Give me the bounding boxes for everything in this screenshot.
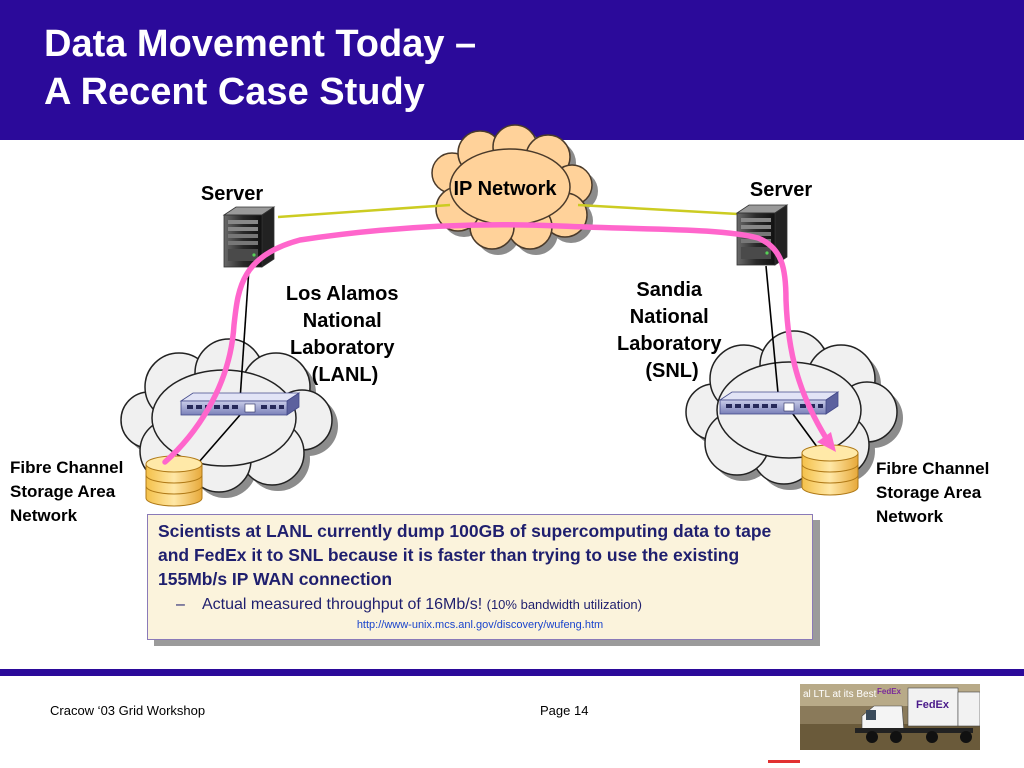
footer-page-number: Page 14 — [540, 703, 589, 718]
bullet-small-text: (10% bandwidth utilization) — [486, 597, 642, 612]
san-left-label: Fibre Channel Storage Area Network — [10, 458, 128, 525]
wan-link-left — [277, 203, 451, 219]
footer-workshop-text: Cracow ‘03 Grid Workshop — [50, 703, 206, 718]
lanl-label: Los Alamos National Laboratory (LANL) — [286, 283, 404, 386]
ip-network-label: IP Network — [454, 178, 558, 200]
link-left-server-switch — [239, 267, 250, 401]
storage-disk-left-icon — [145, 455, 203, 507]
data-path-arrowhead-icon — [817, 432, 836, 452]
footer-divider — [0, 669, 1024, 676]
snl-label: Sandia National Laboratory (SNL) — [617, 279, 727, 382]
bullet-dash: – — [176, 596, 185, 613]
server-left-icon — [223, 206, 275, 268]
switch-right-icon — [719, 391, 839, 415]
note-bullet: –Actual measured throughput of 16Mb/s! (… — [176, 595, 802, 615]
fedex-tagline: al LTL at its Best — [803, 689, 877, 700]
san-right-label: Fibre Channel Storage Area Network — [876, 459, 994, 526]
slide-title: Data Movement Today – A Recent Case Stud… — [44, 20, 476, 116]
fedex-small-logo: FedEx — [877, 687, 902, 696]
wan-link-right — [577, 203, 739, 216]
red-accent-mark — [768, 760, 800, 763]
fedex-truck-image: al LTL at its Best FedEx FedEx — [800, 684, 980, 750]
server-left-label: Server — [201, 183, 263, 205]
slide-title-line1: Data Movement Today – — [44, 23, 477, 65]
server-right-label: Server — [750, 179, 812, 201]
slide-title-line2: A Recent Case Study — [44, 71, 425, 113]
reference-url-link[interactable]: http://www-unix.mcs.anl.gov/discovery/wu… — [356, 619, 604, 631]
data-path-arrow — [162, 222, 829, 465]
link-right-server-switch — [765, 265, 779, 394]
network-diagram: IP Network Server Server Los Alamos Nati… — [10, 124, 994, 526]
case-study-note: Scientists at LANL currently dump 100GB … — [147, 514, 813, 640]
storage-disk-right-icon — [801, 444, 859, 496]
switch-left-icon — [180, 392, 300, 416]
title-banner: Data Movement Today – A Recent Case Stud… — [0, 0, 1024, 140]
fedex-trailer-logo: FedEx — [916, 699, 950, 711]
note-main-text: Scientists at LANL currently dump 100GB … — [158, 521, 772, 589]
bullet-text: Actual measured throughput of 16Mb/s! — [202, 596, 483, 613]
